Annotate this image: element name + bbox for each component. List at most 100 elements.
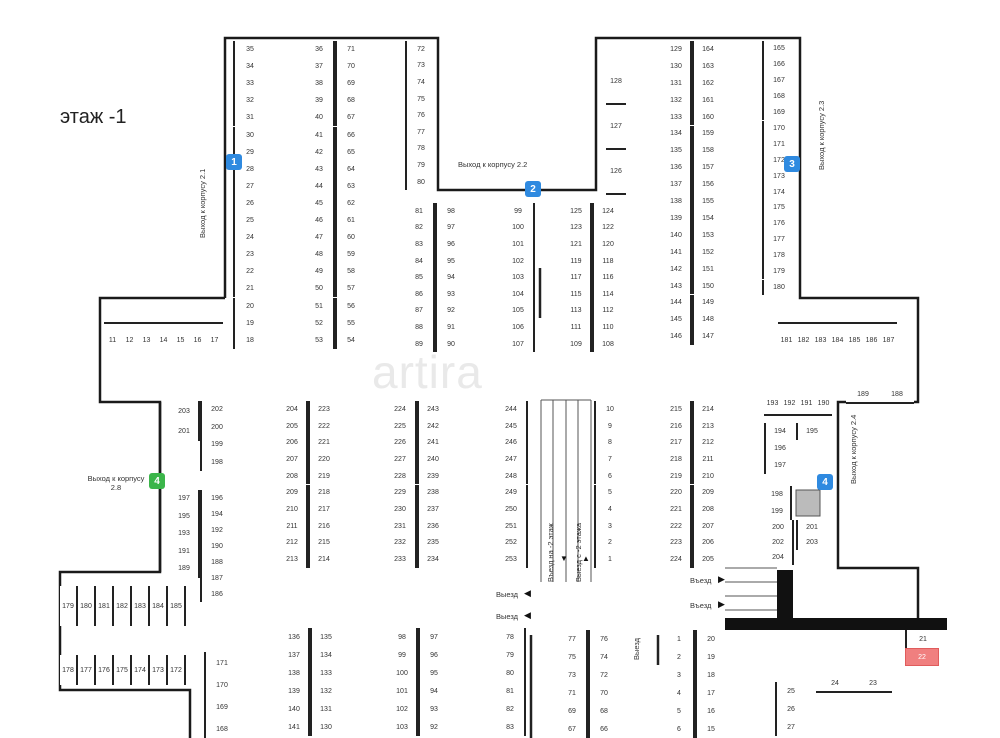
parking-space[interactable]: 215 bbox=[308, 534, 338, 552]
parking-space[interactable]: 5 bbox=[594, 484, 624, 502]
parking-space[interactable]: 245 bbox=[496, 417, 528, 435]
parking-space[interactable]: 91 bbox=[435, 319, 465, 336]
parking-space[interactable]: 216 bbox=[308, 517, 338, 535]
parking-space[interactable]: 188 bbox=[880, 386, 914, 404]
parking-space[interactable]: 15 bbox=[695, 720, 725, 738]
parking-space[interactable]: 199 bbox=[200, 436, 232, 454]
parking-space[interactable]: 112 bbox=[592, 302, 622, 320]
parking-space[interactable]: 137 bbox=[280, 646, 310, 664]
parking-space[interactable]: 31 bbox=[233, 109, 265, 127]
parking-space[interactable]: 86 bbox=[405, 286, 435, 303]
parking-space[interactable]: 156 bbox=[692, 176, 722, 194]
parking-space[interactable]: 211 bbox=[692, 451, 722, 468]
parking-space[interactable]: 33 bbox=[233, 75, 265, 93]
parking-space[interactable]: 20 bbox=[695, 630, 725, 648]
parking-space[interactable]: 59 bbox=[335, 246, 365, 264]
parking-space[interactable]: 248 bbox=[496, 467, 528, 485]
parking-space[interactable]: 19 bbox=[233, 314, 265, 332]
parking-space[interactable]: 221 bbox=[662, 501, 692, 518]
parking-space[interactable]: 141 bbox=[662, 243, 692, 261]
parking-space[interactable]: 142 bbox=[662, 260, 692, 278]
parking-space[interactable]: 202 bbox=[200, 401, 232, 419]
parking-space[interactable]: 195 bbox=[796, 423, 826, 440]
parking-space[interactable]: 190 bbox=[200, 538, 232, 554]
parking-space[interactable]: 81 bbox=[496, 682, 526, 700]
parking-space[interactable]: 175 bbox=[114, 655, 132, 685]
parking-space[interactable]: 95 bbox=[418, 664, 448, 682]
parking-space[interactable]: 37 bbox=[305, 58, 335, 76]
parking-space[interactable]: 18 bbox=[233, 331, 265, 349]
parking-space[interactable]: 186 bbox=[863, 322, 880, 356]
parking-space[interactable]: 168 bbox=[204, 718, 238, 738]
parking-space[interactable]: 198 bbox=[764, 486, 792, 503]
parking-space[interactable]: 70 bbox=[335, 58, 365, 76]
parking-space[interactable]: 165 bbox=[762, 41, 794, 57]
parking-space[interactable]: 73 bbox=[558, 666, 588, 684]
parking-space[interactable]: 201 bbox=[796, 520, 826, 535]
parking-space[interactable]: 140 bbox=[662, 226, 692, 244]
parking-space[interactable]: 36 bbox=[305, 41, 335, 59]
parking-space[interactable]: 98 bbox=[435, 203, 465, 220]
parking-space[interactable]: 52 bbox=[305, 314, 335, 332]
parking-space[interactable]: 75 bbox=[405, 90, 435, 108]
parking-space[interactable]: 217 bbox=[662, 434, 692, 452]
parking-space[interactable]: 66 bbox=[335, 126, 365, 144]
parking-space[interactable]: 107 bbox=[503, 335, 535, 353]
parking-space[interactable]: 201 bbox=[170, 421, 200, 441]
parking-space[interactable]: 130 bbox=[662, 57, 692, 75]
parking-space[interactable]: 122 bbox=[592, 219, 622, 237]
parking-space[interactable]: 136 bbox=[662, 159, 692, 177]
parking-space[interactable]: 153 bbox=[692, 226, 722, 244]
parking-space[interactable]: 136 bbox=[280, 628, 310, 646]
parking-space[interactable]: 181 bbox=[96, 586, 114, 626]
parking-space[interactable]: 70 bbox=[588, 684, 618, 702]
parking-space[interactable]: 23 bbox=[233, 246, 265, 264]
parking-space[interactable]: 231 bbox=[385, 517, 417, 535]
parking-space[interactable]: 196 bbox=[200, 490, 232, 506]
parking-space[interactable]: 171 bbox=[762, 136, 794, 153]
parking-space[interactable]: 174 bbox=[132, 655, 150, 685]
parking-space[interactable]: 132 bbox=[310, 682, 340, 700]
parking-space[interactable]: 174 bbox=[762, 184, 794, 200]
parking-space[interactable]: 92 bbox=[435, 302, 465, 320]
parking-space[interactable]: 34 bbox=[233, 58, 265, 76]
parking-space[interactable]: 251 bbox=[496, 517, 528, 535]
parking-space[interactable]: 222 bbox=[662, 517, 692, 535]
parking-space[interactable]: 155 bbox=[692, 193, 722, 210]
parking-space[interactable]: 64 bbox=[335, 160, 365, 178]
parking-space[interactable]: 110 bbox=[592, 319, 622, 336]
parking-space[interactable]: 244 bbox=[496, 401, 528, 418]
parking-space[interactable]: 96 bbox=[418, 646, 448, 664]
parking-space[interactable]: 21 bbox=[233, 280, 265, 298]
parking-space[interactable]: 2 bbox=[594, 534, 624, 552]
parking-space[interactable]: 179 bbox=[762, 263, 794, 280]
parking-space[interactable]: 163 bbox=[692, 57, 722, 75]
parking-space[interactable]: 203 bbox=[796, 535, 826, 550]
parking-space[interactable]: 147 bbox=[692, 328, 722, 346]
parking-space[interactable]: 168 bbox=[762, 88, 794, 105]
parking-space[interactable]: 92 bbox=[418, 718, 448, 736]
parking-space[interactable]: 77 bbox=[558, 630, 588, 648]
parking-space[interactable]: 243 bbox=[417, 401, 447, 418]
parking-space[interactable]: 195 bbox=[170, 507, 200, 525]
parking-space[interactable]: 74 bbox=[405, 74, 435, 91]
parking-space[interactable]: 13 bbox=[138, 322, 155, 356]
parking-space[interactable]: 116 bbox=[592, 269, 622, 286]
parking-space[interactable]: 218 bbox=[662, 451, 692, 468]
parking-space[interactable]: 212 bbox=[278, 534, 308, 552]
parking-space[interactable]: 149 bbox=[692, 294, 722, 312]
parking-space[interactable]: 7 bbox=[594, 451, 624, 468]
parking-space[interactable]: 131 bbox=[662, 74, 692, 92]
parking-space[interactable]: 150 bbox=[692, 277, 722, 295]
parking-space[interactable]: 138 bbox=[280, 664, 310, 682]
parking-space[interactable]: 210 bbox=[692, 467, 722, 485]
parking-space[interactable]: 10 bbox=[594, 401, 624, 418]
parking-space[interactable]: 108 bbox=[592, 335, 622, 353]
parking-space[interactable]: 72 bbox=[405, 41, 435, 58]
parking-space[interactable]: 181 bbox=[778, 322, 795, 356]
parking-space[interactable]: 233 bbox=[385, 551, 417, 568]
parking-space[interactable]: 48 bbox=[305, 246, 335, 264]
parking-space[interactable]: 143 bbox=[662, 277, 692, 295]
parking-space[interactable]: 172 bbox=[168, 655, 186, 685]
parking-space[interactable]: 46 bbox=[305, 212, 335, 230]
